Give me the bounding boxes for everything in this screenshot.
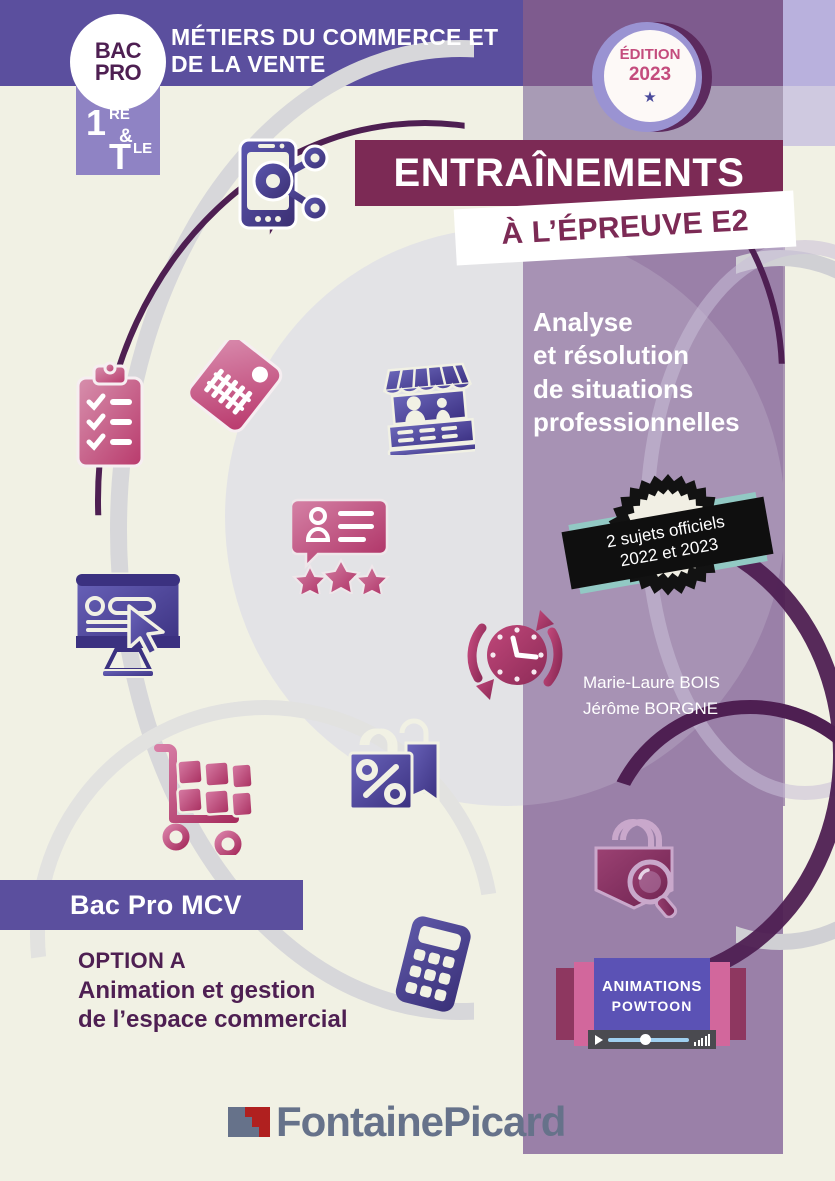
smartphone-share-icon	[238, 138, 329, 230]
publisher-name: FontainePicard	[276, 1098, 566, 1145]
shopping-bag-percent-icon	[348, 718, 440, 811]
play-icon[interactable]	[595, 1034, 603, 1045]
option-block: OPTION A Animation et gestion de l’espac…	[78, 948, 438, 1035]
video-player-bar[interactable]	[588, 1030, 716, 1049]
publisher-logo: FontainePicard	[228, 1098, 566, 1146]
level-first-number: 1	[86, 102, 107, 143]
powtoon-line-1: ANIMATIONS	[602, 978, 702, 995]
header-subject-title: MÉTIERS DU COMMERCE ET DE LA VENTE	[171, 24, 499, 78]
bac-pro-line1: BAC	[94, 38, 142, 63]
edition-year: 2023	[628, 63, 672, 85]
header-edge-strip-light	[783, 86, 835, 146]
powtoon-screen: ANIMATIONS POWTOON	[594, 958, 710, 1034]
progress-track[interactable]	[608, 1033, 689, 1045]
review-bubble-icon	[292, 498, 390, 594]
bac-pro-mcv-band: Bac Pro MCV	[0, 880, 303, 930]
bac-pro-badge: BAC PRO	[70, 14, 166, 110]
storefront-icon	[383, 362, 475, 455]
bac-pro-mcv-label: Bac Pro MCV	[70, 889, 242, 920]
level-ampersand: &	[119, 126, 133, 147]
clipboard-checklist-icon	[76, 361, 144, 468]
level-terminal-suffix: LE	[133, 140, 153, 157]
page-title: ENTRAÎNEMENTS	[393, 150, 745, 195]
star-icon: ★	[643, 88, 657, 106]
edition-label: ÉDITION	[619, 46, 681, 64]
option-label: OPTION A	[78, 948, 186, 973]
option-description: Animation et gestion de l’espace commerc…	[78, 977, 348, 1034]
official-subjects-badge: 2 sujets officiels 2022 et 2023	[561, 472, 774, 612]
bag-magnifier-icon	[594, 819, 678, 918]
powtoon-animations-badge[interactable]: ANIMATIONS POWTOON	[556, 958, 746, 1054]
level-terminal-letter: T	[109, 136, 131, 177]
volume-icon	[694, 1033, 710, 1046]
header-edge-strip	[783, 0, 835, 86]
progress-knob[interactable]	[640, 1033, 652, 1045]
authors: Marie-Laure BOIS Jérôme BORGNE	[583, 673, 720, 718]
clock-refresh-icon	[467, 610, 563, 700]
powtoon-line-2: POWTOON	[611, 998, 693, 1014]
monitor-cursor-icon	[74, 572, 182, 678]
bac-pro-line2: PRO	[94, 60, 142, 85]
page-subtitle: À L’ÉPREUVE E2	[500, 204, 750, 251]
description-text: Analyse et résolution de situations prof…	[533, 307, 740, 437]
level-first-suffix: RE	[109, 106, 130, 123]
bottom-strip	[0, 1154, 835, 1181]
edition-badge: ÉDITION 2023 ★	[604, 30, 696, 122]
shopping-cart-icon	[154, 744, 254, 855]
level-badge: 1 RE & T LE	[76, 98, 160, 177]
fontainepicard-mark-icon	[228, 1107, 270, 1137]
calculator-icon	[395, 916, 471, 1012]
price-tag-icon	[190, 340, 283, 433]
